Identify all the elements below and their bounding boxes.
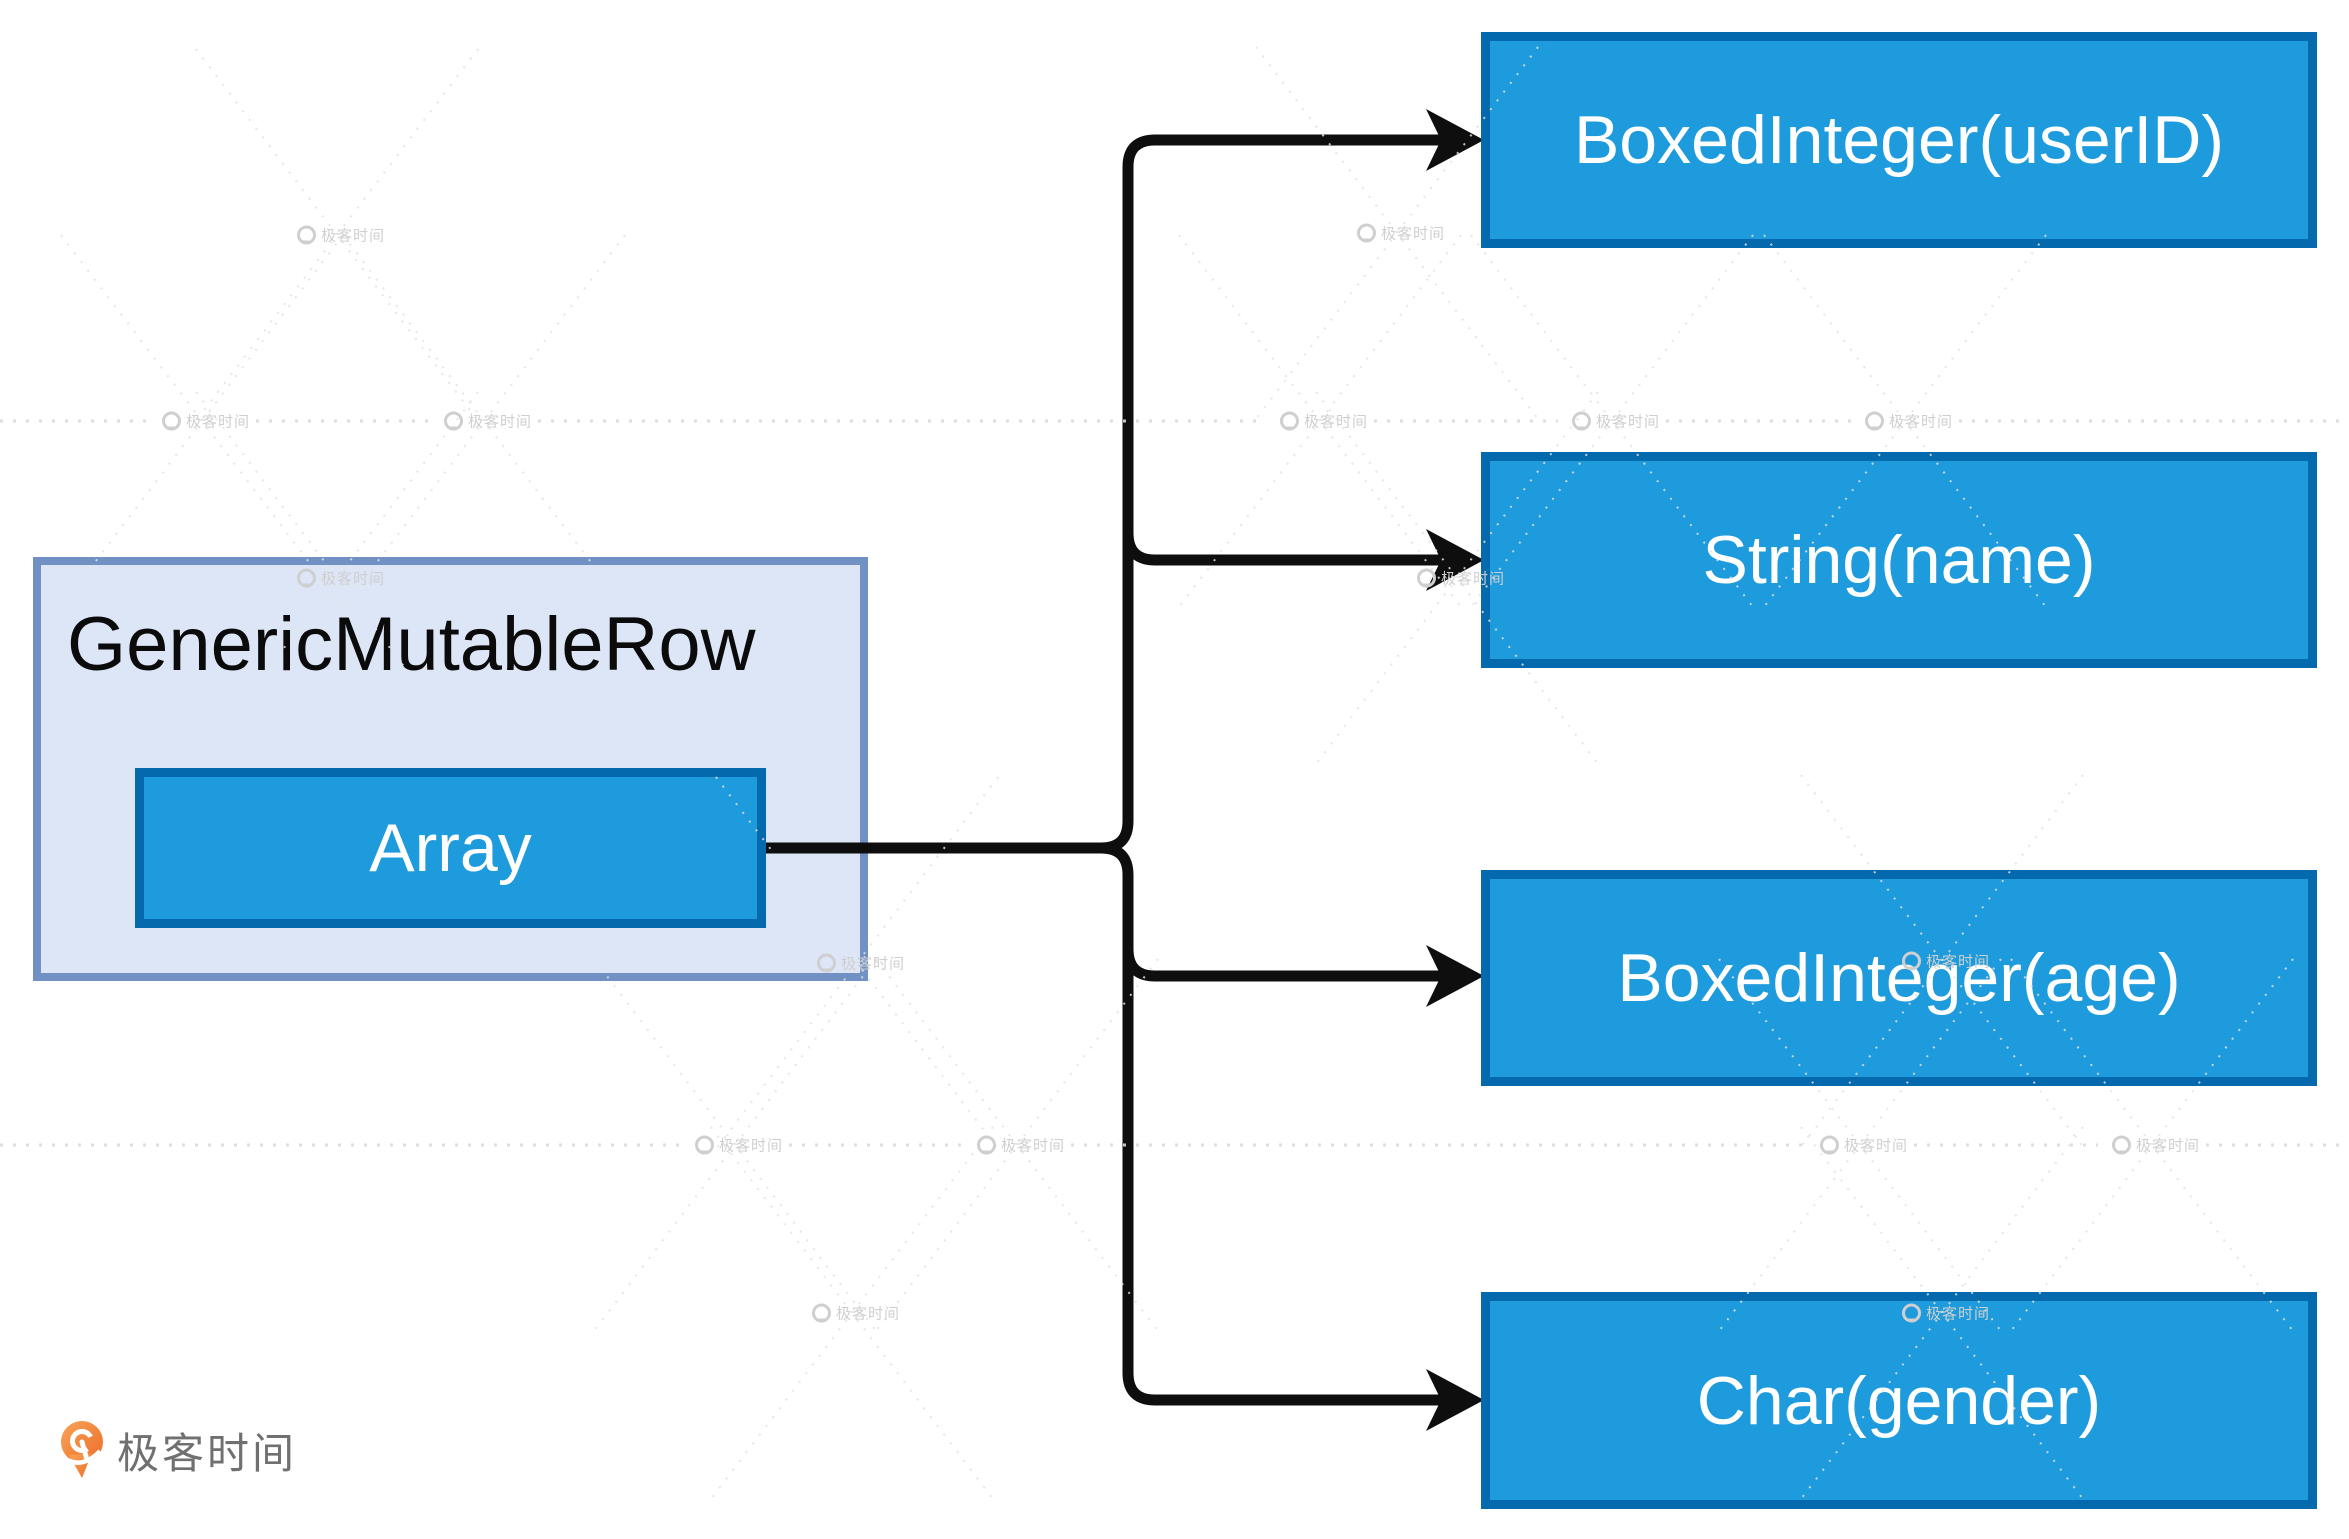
watermark-pin-icon: [695, 1135, 714, 1155]
node-string-name: String(name): [1481, 452, 2317, 668]
watermark-pin-icon: [2112, 1135, 2131, 1155]
watermark: 极客时间: [1357, 223, 1445, 244]
watermark-text: 极客时间: [468, 413, 533, 431]
watermark-text: 极客时间: [186, 413, 251, 431]
edge-array-to-age: [1122, 948, 1448, 982]
array-label: Array: [369, 810, 532, 886]
watermark: 极客时间: [162, 411, 250, 432]
watermark-pin-icon: [977, 1135, 996, 1155]
node-boxed-integer-age: BoxedInteger(age): [1481, 870, 2317, 1086]
edge-array-to-userid: [766, 134, 1448, 854]
watermark: 极客时间: [2112, 1135, 2200, 1156]
node-label: Char(gender): [1696, 1362, 2102, 1439]
arrowhead-icon: [1426, 945, 1484, 1007]
watermark: 极客时间: [1280, 411, 1368, 432]
watermark-text: 极客时间: [1889, 413, 1954, 431]
watermark-pin-icon: [1572, 411, 1591, 431]
watermark: 极客时间: [1820, 1135, 1908, 1156]
watermark-pin-icon: [1280, 411, 1299, 431]
watermark-text: 极客时间: [836, 1305, 901, 1323]
geektime-brand-name: 极客时间: [117, 1429, 298, 1477]
node-char-gender: Char(gender): [1481, 1292, 2317, 1509]
watermark: 极客时间: [812, 1303, 900, 1324]
watermark: 极客时间: [297, 225, 385, 246]
watermark-pin-icon: [1417, 568, 1436, 588]
arrowhead-icon: [1426, 109, 1484, 171]
node-boxed-integer-userid: BoxedInteger(userID): [1481, 32, 2317, 248]
watermark-pin-icon: [812, 1303, 831, 1323]
arrowhead-icon: [1426, 529, 1484, 591]
watermark-pin-icon: [1357, 223, 1376, 243]
watermark: 极客时间: [1572, 411, 1660, 432]
geektime-pin-icon: [61, 1421, 103, 1478]
watermark-pin-icon: [162, 411, 181, 431]
watermark-pin-icon: [1865, 411, 1884, 431]
node-label: BoxedInteger(userID): [1573, 102, 2225, 178]
watermark-pin-icon: [1820, 1135, 1839, 1155]
array-box: Array: [135, 768, 766, 928]
watermark-pin-icon: [444, 411, 463, 431]
watermark-text: 极客时间: [2136, 1137, 2201, 1155]
watermark-text: 极客时间: [1844, 1137, 1909, 1155]
watermark: 极客时间: [977, 1135, 1065, 1156]
watermark-text: 极客时间: [1304, 413, 1369, 431]
watermark: 极客时间: [444, 411, 532, 432]
watermark-text: 极客时间: [1381, 225, 1446, 243]
geektime-brand-logo: 极客时间: [57, 1419, 297, 1481]
edge-array-to-name: [1122, 532, 1448, 566]
watermark-text: 极客时间: [1001, 1137, 1066, 1155]
node-label: BoxedInteger(age): [1617, 940, 2181, 1016]
edge-array-to-gender: [1100, 842, 1448, 1406]
watermark-text: 极客时间: [321, 227, 386, 245]
watermark: 极客时间: [695, 1135, 783, 1156]
arrowhead-icon: [1426, 1369, 1484, 1431]
watermark-text: 极客时间: [719, 1137, 784, 1155]
node-label: String(name): [1702, 522, 2096, 598]
container-title: GenericMutableRow: [67, 602, 756, 687]
watermark-pin-icon: [297, 225, 316, 245]
watermark-text: 极客时间: [1596, 413, 1661, 431]
watermark: 极客时间: [1865, 411, 1953, 432]
